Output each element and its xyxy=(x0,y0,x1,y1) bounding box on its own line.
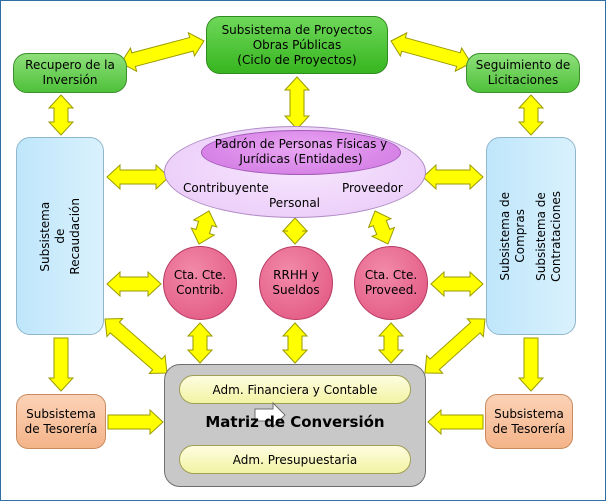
arrow-compras-proveed xyxy=(430,270,484,298)
compras-col-2: Subsistema de Contrataciones xyxy=(534,191,564,282)
arrow-recaudacion-matriz xyxy=(104,317,168,375)
compras-col1-line-2: Compras xyxy=(513,209,527,263)
arrow-proyectos-seguimiento xyxy=(390,31,472,73)
recaudacion-line-2: de xyxy=(52,228,67,244)
matriz-conversion-box: Adm. Financiera y Contable Matriz de Con… xyxy=(164,364,426,487)
arrow-contrib-matriz xyxy=(186,322,214,364)
seguimiento-licitaciones-box: Seguimiento de Licitaciones xyxy=(466,53,580,93)
recupero-inversion-box: Recupero de la Inversión xyxy=(13,53,127,93)
arrow-recaudacion-tesoreria xyxy=(47,337,75,392)
arrow-rrhh-matriz xyxy=(281,322,309,364)
arrow-padron-rrhh xyxy=(281,217,309,245)
seguimiento-line-1: Seguimiento de xyxy=(475,58,571,72)
rrhh-line-1: RRHH y xyxy=(273,268,319,282)
tesoreria-left-line-1: Subsistema xyxy=(26,406,96,421)
adm-financiera-pill: Adm. Financiera y Contable xyxy=(179,375,411,404)
rrhh-line-2: Sueldos xyxy=(272,283,320,297)
padron-line-1: Padrón de Personas Físicas y xyxy=(214,137,388,151)
arrow-recaudacion-contrib xyxy=(106,270,162,298)
tesoreria-right-line-2: de Tesorería xyxy=(492,421,566,436)
padron-line-2: Jurídicas (Entidades) xyxy=(239,152,363,166)
matriz-double-arrow xyxy=(254,401,286,429)
padron-proveedor-label: Proveedor xyxy=(342,181,403,195)
recaudacion-line-1: Subsistema xyxy=(37,201,52,271)
cta-proveed-line-2: Proveed. xyxy=(364,283,418,297)
proyectos-line-1: Subsistema de Proyectos xyxy=(221,22,373,37)
compras-col1-line-1: Subsistema de xyxy=(498,191,512,281)
padron-inner-ellipse xyxy=(201,130,401,175)
arrow-proyectos-padron xyxy=(283,76,311,130)
subsistema-recaudacion-box: Subsistema de Recaudación xyxy=(16,137,104,335)
cta-proveed-line-1: Cta. Cte. xyxy=(364,268,418,282)
recupero-line-1: Recupero de la xyxy=(25,58,115,72)
tesoreria-left-line-2: de Tesorería xyxy=(24,421,98,436)
compras-col2-line-2: Contrataciones xyxy=(549,190,563,282)
compras-col2-line-1: Subsistema de xyxy=(534,191,548,281)
tesoreria-right-line-1: Subsistema xyxy=(494,406,564,421)
cta-cte-proveed-circle: Cta. Cte. Proveed. xyxy=(354,246,428,320)
seguimiento-line-2: Licitaciones xyxy=(487,73,559,87)
proyectos-line-3: (Ciclo de Proyectos) xyxy=(237,52,357,67)
recupero-line-2: Inversión xyxy=(42,73,98,87)
cta-contrib-line-2: Contrib. xyxy=(176,283,224,297)
subsistema-compras-box: Subsistema de Compras Subsistema de Cont… xyxy=(486,137,576,335)
arrow-compras-padron xyxy=(422,163,484,191)
arrow-padron-proveed xyxy=(367,210,396,245)
padron-title: Padrón de Personas Físicas y Jurídicas (… xyxy=(201,132,401,172)
tesoreria-left-box: Subsistema de Tesorería xyxy=(16,394,106,449)
arrow-tesoreria-right-matriz xyxy=(427,408,484,436)
arrow-seguimiento-compras xyxy=(517,94,545,136)
adm-presupuestaria-label: Adm. Presupuestaria xyxy=(232,452,358,467)
rrhh-sueldos-circle: RRHH y Sueldos xyxy=(259,246,333,320)
arrow-proveed-matriz xyxy=(377,322,405,364)
arrow-padron-contrib xyxy=(190,210,218,245)
matriz-title: Matriz de Conversión xyxy=(205,413,385,431)
arrow-tesoreria-left-matriz xyxy=(107,408,164,436)
subsistema-proyectos-box: Subsistema de Proyectos Obras Públicas (… xyxy=(206,16,388,74)
tesoreria-right-box: Subsistema de Tesorería xyxy=(485,394,573,449)
arrow-recupero-recaudacion xyxy=(47,94,75,136)
adm-financiera-label: Adm. Financiera y Contable xyxy=(212,382,378,397)
padron-contribuyente-label: Contribuyente xyxy=(183,181,269,195)
compras-col-1: Subsistema de Compras xyxy=(498,192,528,281)
arrow-compras-tesoreria xyxy=(517,337,545,392)
recaudacion-text: Subsistema de Recaudación xyxy=(38,198,83,275)
arrow-compras-matriz xyxy=(424,318,486,374)
padron-personal-label: Personal xyxy=(269,196,321,210)
recaudacion-line-3: Recaudación xyxy=(67,197,82,275)
cta-contrib-line-1: Cta. Cte. xyxy=(173,268,227,282)
arrow-proyectos-recupero xyxy=(120,31,205,73)
arrow-recaudacion-padron xyxy=(106,163,170,191)
cta-cte-contrib-circle: Cta. Cte. Contrib. xyxy=(163,246,237,320)
adm-presupuestaria-pill: Adm. Presupuestaria xyxy=(179,445,411,474)
proyectos-line-2: Obras Públicas xyxy=(252,37,342,52)
